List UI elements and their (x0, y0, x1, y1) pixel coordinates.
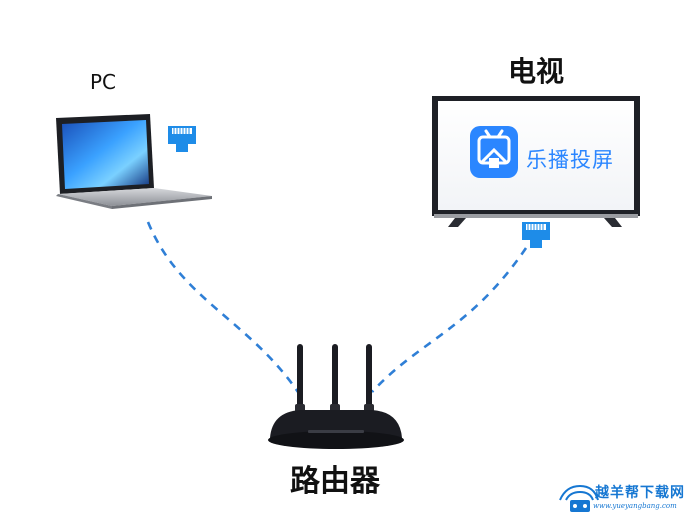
router-icon (268, 344, 404, 449)
ethernet-port-icon (168, 126, 196, 152)
tv-router-link (371, 247, 528, 393)
watermark-text: 越羊帮下载网 (595, 485, 685, 501)
router-label: 路由器 (290, 464, 380, 499)
cast-app-icon (470, 126, 518, 178)
pc-label: PC (90, 70, 117, 94)
watermark-url: www.yueyangbang.com (593, 502, 677, 510)
watermark: 越羊帮下载网 www.yueyangbang.com (555, 476, 695, 516)
tv-label: 电视 (508, 55, 565, 88)
watermark-logo-icon (559, 484, 599, 512)
ethernet-port-icon (522, 222, 550, 248)
cast-app-name: 乐播投屏 (526, 148, 614, 172)
laptop-icon (56, 114, 212, 209)
pc-router-link (146, 221, 302, 396)
